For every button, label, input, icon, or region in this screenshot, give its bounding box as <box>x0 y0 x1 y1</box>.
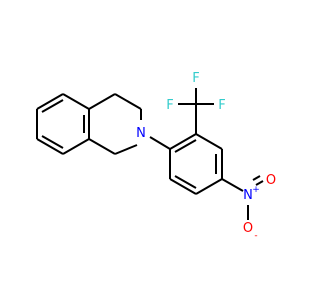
bond-n-aryl <box>149 136 171 150</box>
fluorine-right-label: F <box>218 98 225 113</box>
bond-a1-a2-inner <box>41 99 64 113</box>
bond-ring-c3-c2 <box>114 93 142 110</box>
bond-lines <box>36 88 264 220</box>
nitro-nitrogen-charge: + <box>252 185 260 195</box>
bond-b5-b6 <box>169 178 197 195</box>
bond-b1-b2 <box>169 133 197 150</box>
bond-a1-a2 <box>36 93 64 110</box>
bond-ring-c4-c3 <box>88 93 116 110</box>
bond-b1-b2-inner <box>174 139 197 153</box>
bond-ring-c1-a5 <box>88 138 116 155</box>
bond-b5-b6-inner <box>174 175 197 189</box>
bond-nitro-o-top-2 <box>252 175 261 181</box>
bond-a3-a4 <box>36 138 64 155</box>
bond-b4-b5 <box>195 178 223 195</box>
nitro-nitrogen-label: N <box>243 188 253 203</box>
background <box>0 0 300 300</box>
bond-a4-a5 <box>62 138 90 155</box>
bond-a3-a4-inner <box>41 135 64 149</box>
fluorine-top-label: F <box>192 71 199 86</box>
bond-nitro-o-top-1 <box>255 180 264 186</box>
bond-a6-a1 <box>62 93 90 110</box>
oxygen-bottom-charge: - <box>254 231 257 241</box>
bond-b2-b3 <box>195 133 223 150</box>
oxygen-top-label: O <box>266 173 276 188</box>
atom-labels: N F F F N + O O - <box>136 71 276 241</box>
bond-ring-n-c1 <box>114 144 138 155</box>
oxygen-bottom-label: O <box>243 221 253 236</box>
amine-nitrogen-label: N <box>136 126 146 141</box>
fluorine-left-label: F <box>166 98 173 113</box>
bond-aryl-nitro <box>221 178 244 192</box>
molecule-structure: N F F F N + O O - <box>0 0 300 300</box>
